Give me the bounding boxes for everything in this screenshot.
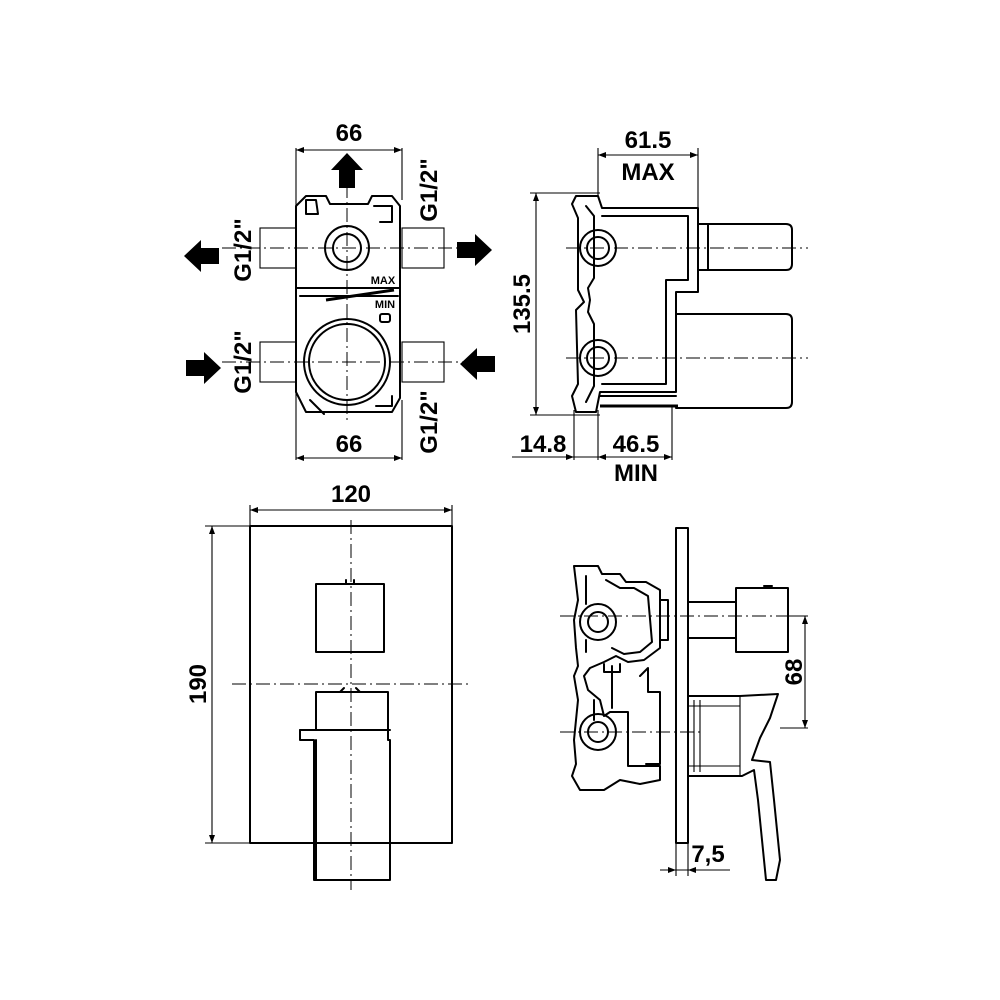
installed-plate [675, 527, 689, 844]
max-marker: MAX [371, 275, 396, 287]
diverter-knob-side [735, 587, 789, 653]
cover-plate-front-view: 120 190 [185, 481, 468, 890]
depth-min-value: 46.5 [613, 431, 660, 458]
dimension-depth-min: 14.8 46.5 MIN [512, 405, 673, 487]
dimension-width-bottom: 66 [295, 385, 403, 461]
dimension-plate-thickness: 7,5 [660, 841, 730, 876]
width-top-label: 66 [336, 120, 363, 147]
installed-side-view: 68 7,5 [560, 527, 808, 881]
dimension-handle-offset: 68 [780, 615, 808, 729]
lever-handle-side [687, 693, 781, 881]
dimension-plate-width: 120 [249, 481, 453, 528]
height-value: 135.5 [509, 274, 536, 334]
depth-max-label: MAX [621, 159, 674, 186]
handle-offset-value: 68 [781, 659, 808, 686]
dimension-height: 135.5 [509, 192, 600, 416]
arrow-up-icon [331, 153, 363, 188]
valve-body-side-view: 61.5 MAX 135.5 14.8 46.5 MIN [509, 127, 808, 487]
offset-value: 14.8 [520, 431, 567, 458]
depth-min-label: MIN [614, 460, 658, 487]
diverter-knob [315, 583, 385, 653]
lever-handle [299, 691, 391, 881]
thread-left-bottom: G1/2" [230, 330, 257, 393]
plate-width-value: 120 [331, 481, 371, 508]
arrow-right-icon [457, 234, 492, 266]
thread-right-bottom: G1/2" [416, 390, 443, 453]
arrow-left-in-icon [460, 348, 495, 380]
thread-right-top: G1/2" [416, 158, 443, 221]
plate-thickness-value: 7,5 [691, 841, 724, 868]
valve-body-front-view: 66 66 G1/2" [184, 120, 495, 461]
dimension-plate-height: 190 [185, 525, 250, 844]
width-bottom-label: 66 [336, 431, 363, 458]
plate-height-value: 190 [185, 664, 212, 704]
thread-left-top: G1/2" [230, 218, 257, 281]
min-marker: MIN [375, 299, 395, 311]
dimension-depth-max: 61.5 MAX [597, 127, 699, 210]
arrow-left-icon [184, 240, 219, 272]
depth-max-value: 61.5 [625, 127, 672, 154]
arrow-right-in-icon [186, 352, 221, 384]
